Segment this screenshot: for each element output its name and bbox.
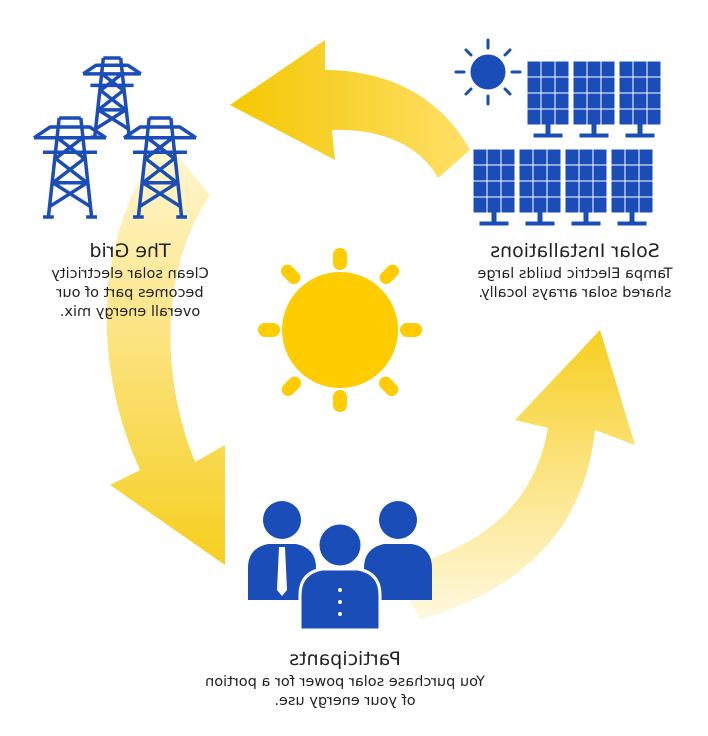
arrow-left (106, 140, 225, 565)
participants-desc-line-2: of your energy use. (274, 693, 416, 709)
small-sun-icon (454, 38, 522, 106)
grid-label: The Grid Clean solar electricity becomes… (30, 240, 230, 322)
solar-desc-line-1: Tampa Electric builds large (477, 266, 673, 282)
participants-title: Participants (289, 648, 401, 670)
solar-panel-icon (473, 61, 661, 226)
grid-title: The Grid (89, 240, 171, 262)
arrow-top (230, 40, 470, 178)
participants-label: Participants You purchase solar power fo… (175, 648, 515, 711)
grid-desc-line-2: becomes part of our (56, 285, 204, 301)
grid-desc-line-1: Clean solar electricity (51, 266, 209, 282)
solar-label: Solar Installations Tampa Electric build… (455, 240, 695, 303)
grid-desc-line-3: overall energy mix. (59, 304, 201, 320)
solar-desc-line-2: shared solar arrays locally. (478, 285, 672, 301)
solar-title: Solar Installations (490, 240, 660, 262)
arrow-right (395, 330, 635, 620)
participants-desc-line-1: You purchase solar power for a portion (205, 674, 485, 690)
large-sun-icon (258, 248, 422, 412)
people-group-icon (248, 501, 432, 632)
transmission-tower-icon (33, 56, 197, 219)
